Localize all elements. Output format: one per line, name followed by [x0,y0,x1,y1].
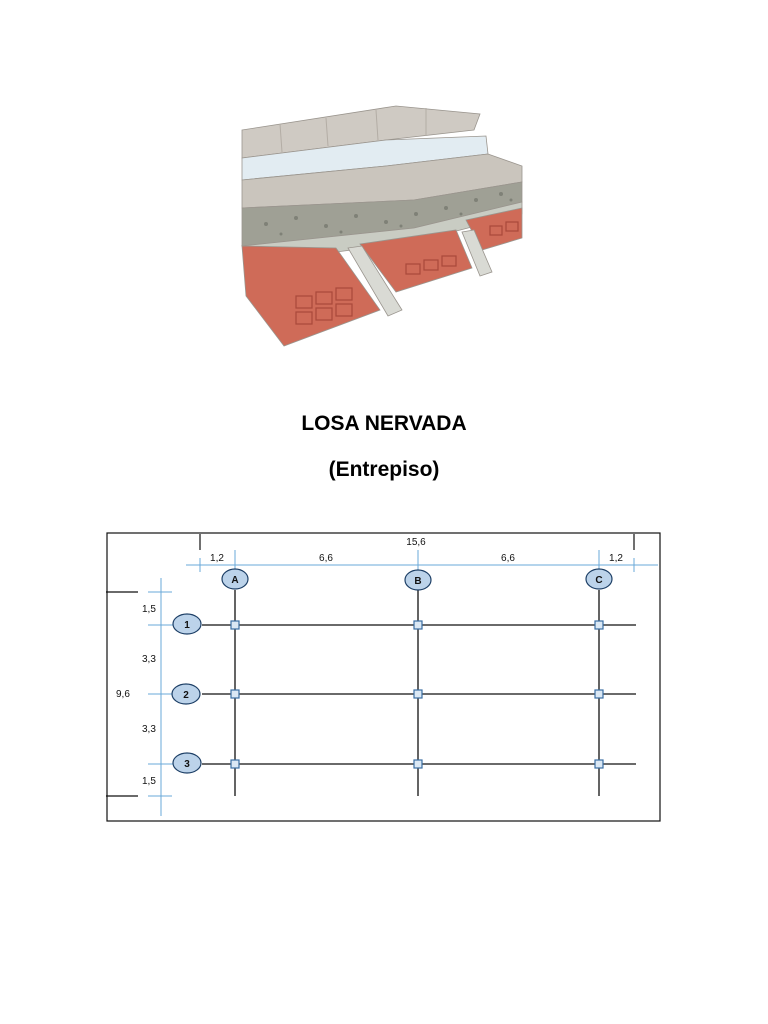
column-C1 [594,620,604,630]
span-y-1: 1,5 [142,604,156,615]
column-A1 [230,620,240,630]
structural-grid-plan: 15,6 1,2 6,6 6,6 1,2 9,6 1,5 3,3 3,3 1,5 [106,532,661,822]
svg-text:B: B [414,576,421,587]
top-dimension-chain: 15,6 1,2 6,6 6,6 1,2 [186,534,658,572]
span-y-3: 3,3 [142,724,156,735]
column-A2 [230,689,240,699]
svg-text:2: 2 [183,690,189,701]
axis-bubble-2: 2 [171,683,201,705]
brick-cells [295,221,519,325]
plan-frame [106,532,661,822]
gravel-texture [264,192,513,236]
span-x-2: 6,6 [319,553,333,564]
span-x-3: 6,6 [501,553,515,564]
column-B2 [413,689,423,699]
svg-text:3: 3 [184,759,190,770]
document-title: LOSA NERVADA [301,412,467,435]
column-B3 [413,759,423,769]
column-C3 [594,759,604,769]
tile-joints [279,108,427,153]
span-y-2: 3,3 [142,654,156,665]
column-nodes [230,620,604,769]
brick-block-middle [359,229,473,293]
axis-bubble-B: B [404,569,432,591]
joist-right [461,229,493,277]
overall-width-label: 15,6 [406,537,426,548]
axis-bubble-1: 1 [172,613,202,635]
column-A3 [230,759,240,769]
axis-bubble-3: 3 [172,752,202,774]
axis-bubble-A: A [221,568,249,590]
slab-illustration [241,105,523,347]
svg-text:A: A [231,575,238,586]
joist-left [347,245,403,317]
column-B1 [413,620,423,630]
column-C2 [594,689,604,699]
span-x-4: 1,2 [609,553,623,564]
svg-text:C: C [595,575,602,586]
span-y-4: 1,5 [142,776,156,787]
overall-height-label: 9,6 [116,689,130,700]
axis-bubble-C: C [585,568,613,590]
svg-text:1: 1 [184,620,190,631]
document-subtitle: (Entrepiso) [328,458,440,481]
span-x-1: 1,2 [210,553,224,564]
left-dimension-chain: 9,6 1,5 3,3 3,3 1,5 [106,578,186,816]
